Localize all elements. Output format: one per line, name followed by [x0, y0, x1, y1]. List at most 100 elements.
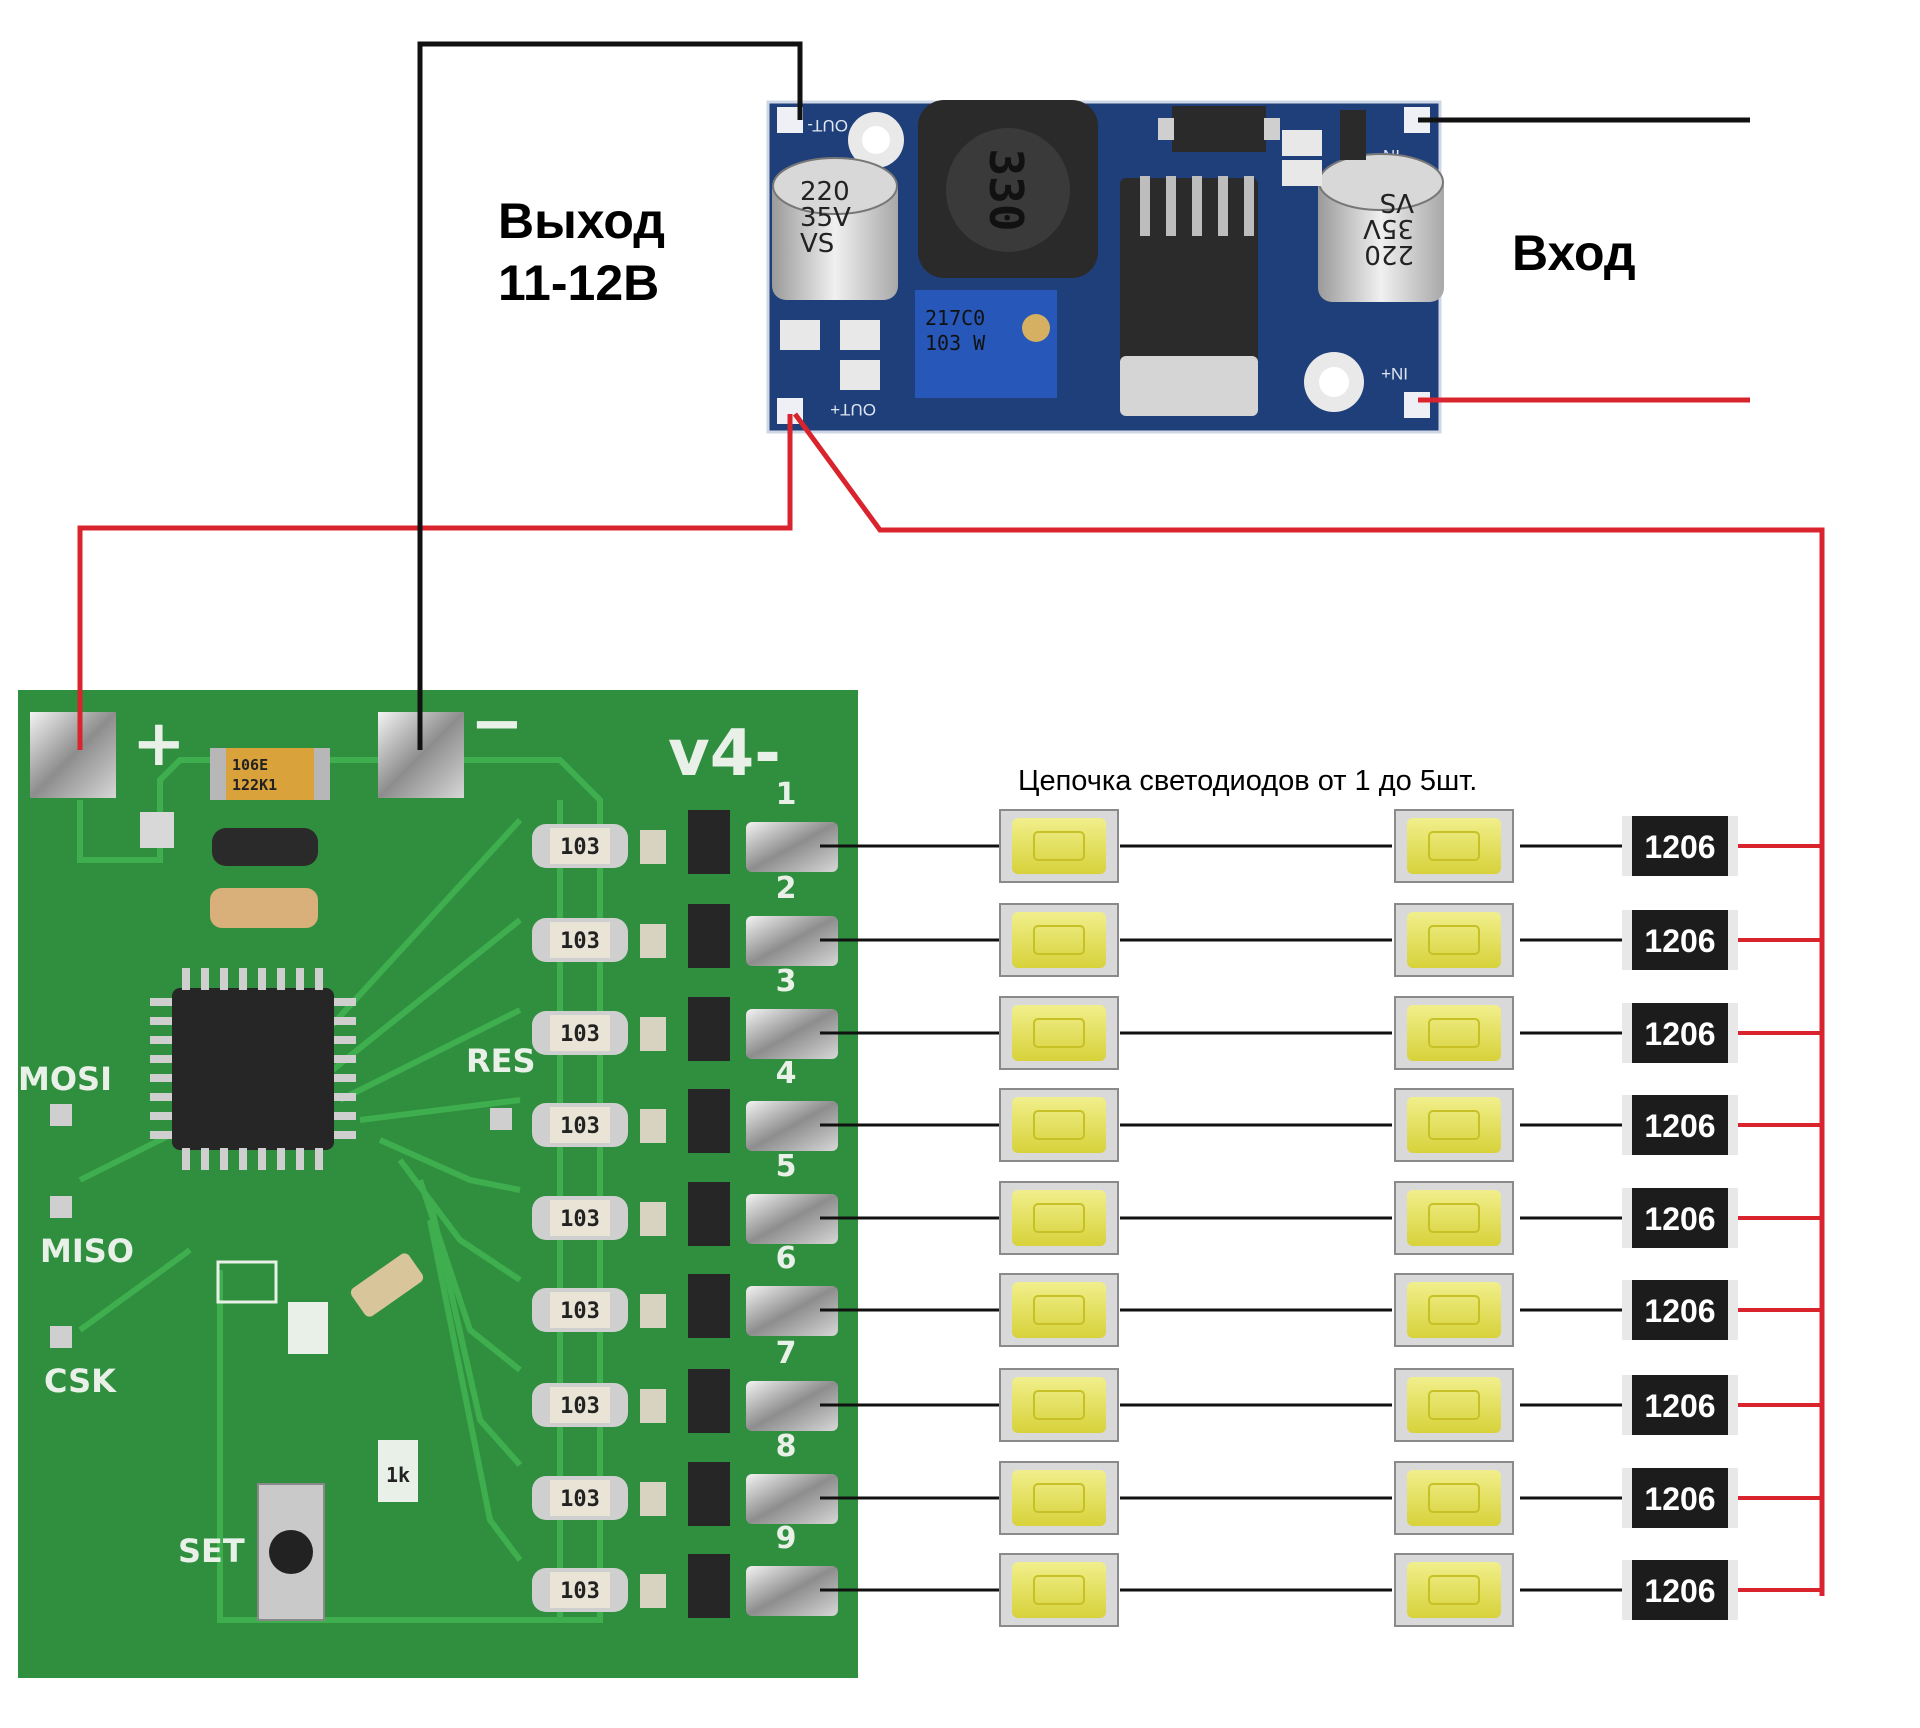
input-label: Вход — [1512, 225, 1636, 281]
channel-resistor: 103 — [532, 918, 628, 962]
smd-led — [999, 809, 1119, 883]
resistor-1206: 1206 — [1622, 910, 1738, 970]
channel-number: 1 — [776, 777, 797, 812]
mcu-pin — [258, 968, 266, 990]
mcu-pin — [150, 1017, 172, 1025]
cap-right-line2: 35V — [1363, 213, 1414, 243]
button-label-set: SET — [178, 1532, 245, 1570]
mcu-pin — [150, 1074, 172, 1082]
smd-led — [1394, 809, 1514, 883]
smd-footprint — [216, 1260, 278, 1304]
mcu-pin — [334, 998, 356, 1006]
mcu-pin — [334, 1131, 356, 1139]
small-resistor — [640, 1202, 666, 1236]
smd-led — [999, 1461, 1119, 1535]
smd-led — [1394, 1461, 1514, 1535]
channel-number: 7 — [776, 1336, 797, 1371]
small-resistor — [640, 1109, 666, 1143]
pad-label-out-minus: OUT- — [807, 116, 848, 135]
mcu-pin — [334, 1017, 356, 1025]
resistor-1206-label: 1206 — [1644, 1108, 1715, 1144]
resistor-1206-label: 1206 — [1644, 1481, 1715, 1517]
channel-resistor: 103 — [532, 1011, 628, 1055]
tantalum-line2: 122K1 — [232, 776, 277, 794]
resistor-1206-label: 1206 — [1644, 1201, 1715, 1237]
channel-resistor: 103 — [532, 1196, 628, 1240]
channel-number: 6 — [776, 1241, 797, 1276]
trimmer-potentiometer — [915, 290, 1057, 398]
mcu-pin — [334, 1036, 356, 1044]
mcu-pin — [334, 1093, 356, 1101]
mcu-pin — [239, 968, 247, 990]
transistor — [688, 1554, 730, 1618]
resistor-1206-label: 1206 — [1644, 1016, 1715, 1052]
resistor-1206: 1206 — [1622, 1280, 1738, 1340]
mcu-pin — [296, 968, 304, 990]
smd-capacitor — [210, 888, 318, 928]
mcu-pin — [315, 1148, 323, 1170]
small-resistor — [640, 1482, 666, 1516]
pin-label-res: RES — [466, 1042, 536, 1080]
transistor — [688, 1462, 730, 1526]
output-pad — [746, 822, 838, 872]
smd-led — [999, 1181, 1119, 1255]
resistor-1206-label: 1206 — [1644, 1293, 1715, 1329]
mcu-pin — [334, 1074, 356, 1082]
pad-label-out-plus: OUT+ — [830, 400, 876, 419]
resistor-1206-label: 1206 — [1644, 923, 1715, 959]
led-chains: 1206 1206 1206 1206 1206 1206 1206 1206 1206 — [999, 809, 1738, 1627]
small-resistor — [640, 1017, 666, 1051]
channel-resistor: 103 — [532, 1568, 628, 1612]
transistor — [688, 997, 730, 1061]
smd-resistor — [140, 812, 174, 848]
channel-resistor: 103 — [532, 824, 628, 868]
smd-led — [1394, 903, 1514, 977]
mcu-pin — [201, 968, 209, 990]
pad-in-plus — [1404, 392, 1430, 418]
small-resistor — [640, 1294, 666, 1328]
pad-miso — [50, 1196, 72, 1218]
channel-resistor-code: 103 — [560, 835, 600, 860]
tantalum-capacitor — [210, 748, 330, 800]
mcu-pin — [220, 1148, 228, 1170]
mcu-pin — [296, 1148, 304, 1170]
output-pad — [746, 1101, 838, 1151]
resistor-1k-label: 1k — [386, 1463, 410, 1487]
set-button[interactable] — [257, 1483, 325, 1621]
cap-right-line1: 220 — [1364, 239, 1414, 269]
resistor-1206: 1206 — [1622, 1560, 1738, 1620]
channel-resistor-code: 103 — [560, 1394, 600, 1419]
output-pad — [746, 1566, 838, 1616]
resistor-1k-footprint — [378, 1440, 418, 1502]
channel-number: 8 — [776, 1429, 797, 1464]
channel-resistor-code: 103 — [560, 1114, 600, 1139]
cap-left-line3: VS — [800, 229, 834, 259]
transistor — [688, 1274, 730, 1338]
mcu-pin — [150, 1093, 172, 1101]
version-label: v4- — [668, 717, 781, 791]
output-pad — [746, 1286, 838, 1336]
transistor — [688, 904, 730, 968]
pad-label-in-plus: IN+ — [1381, 364, 1408, 383]
resistor-1206-label: 1206 — [1644, 1573, 1715, 1609]
led-chain-label: Цепочка светодиодов от 1 до 5шт. — [1018, 765, 1477, 797]
output-pad — [746, 1009, 838, 1059]
pad-mosi — [50, 1104, 72, 1126]
smd-led — [999, 1273, 1119, 1347]
mcu-pin — [150, 1036, 172, 1044]
mcu-pin — [258, 1148, 266, 1170]
channel-number: 3 — [776, 964, 797, 999]
pin-label-miso: MISO — [40, 1232, 134, 1270]
output-pad — [746, 1474, 838, 1524]
angled-resistor — [350, 1253, 424, 1317]
output-pad — [746, 1194, 838, 1244]
resistor-1206-label: 1206 — [1644, 1388, 1715, 1424]
wire-plus-to-out-plus — [77, 414, 793, 750]
mcu-pin — [150, 1131, 172, 1139]
channel-resistor-code: 103 — [560, 1487, 600, 1512]
wire-out-plus-to-led-bus — [792, 412, 1825, 1596]
smd-led — [999, 1088, 1119, 1162]
resistor-1206: 1206 — [1622, 816, 1738, 876]
channel-resistor: 103 — [532, 1288, 628, 1332]
